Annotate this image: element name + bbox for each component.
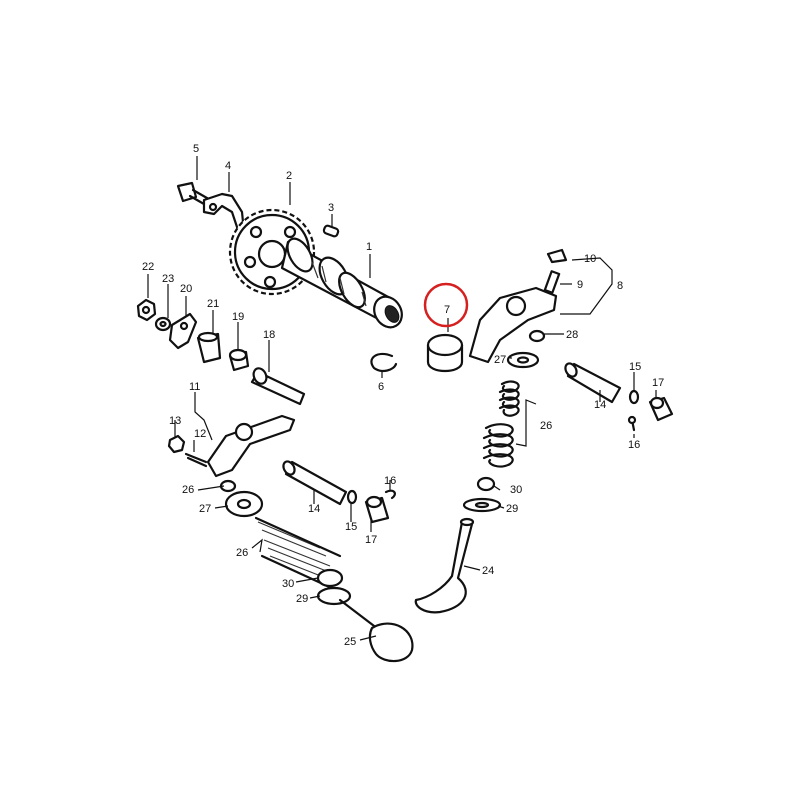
highlight-circle [423,282,469,328]
part-15-oring-right [628,389,640,405]
part-8-rocker-arm-right [468,248,568,364]
callout-16-right: 16 [628,439,640,451]
part-16-bolt-right [627,415,637,432]
part-17-cap-left [364,495,390,524]
callout-17-right: 17 [652,377,664,389]
part-6-circlip [370,352,398,373]
part-17-cap-right [648,396,674,422]
callout-13: 13 [169,415,181,427]
callout-10: 10 [584,253,596,265]
callout-21: 21 [207,298,219,310]
callout-27-right: 27 [494,354,506,366]
callout-30-left: 30 [282,578,294,590]
part-25-exhaust-valve [338,598,414,663]
part-28-bushing [528,329,546,343]
callout-23: 23 [162,273,174,285]
part-7-cap [426,333,464,373]
callout-29-left: 29 [296,593,308,605]
callout-20: 20 [180,283,192,295]
callout-12: 12 [194,428,206,440]
callout-9: 9 [577,279,583,291]
part-29-seat-right [462,497,502,513]
callout-1: 1 [366,241,372,253]
callout-17-left: 17 [365,534,377,546]
part-18-rocker-shaft [250,367,306,406]
part-30-seal-right [476,476,496,492]
callout-labels: 5 4 2 3 1 6 7 10 9 8 28 27 22 23 20 21 1… [142,143,664,648]
callout-19: 19 [232,311,244,323]
part-4-lock-washer [202,192,246,234]
callout-3: 3 [328,202,334,214]
part-9-screw [543,270,561,294]
callout-5: 5 [193,143,199,155]
callout-26-right: 26 [540,420,552,432]
callout-15-left: 15 [345,521,357,533]
callout-11: 11 [189,381,200,393]
callout-24: 24 [482,565,494,577]
callout-29-right: 29 [506,503,518,515]
part-13-locknut [167,434,186,454]
callout-14-right: 14 [594,399,606,411]
part-3-dowel-pin [322,224,340,238]
callout-2: 2 [286,170,292,182]
part-29-seat-left [316,586,352,606]
callout-6: 6 [378,381,384,393]
part-14-shaft-right [564,362,622,404]
callout-22: 22 [142,261,154,273]
callout-25: 25 [344,636,356,648]
part-27-retainer-right [506,351,540,369]
part-12-adjust-screw [184,452,208,468]
part-23-washer [154,316,172,332]
callout-7: 7 [444,304,450,316]
callout-26-left-top: 26 [182,484,194,496]
part-26-springs-right [482,380,520,468]
callout-30-right: 30 [510,484,522,496]
part-30-seal-left [316,568,344,588]
callout-4: 4 [225,160,231,172]
part-27-retainer-left [224,490,264,518]
part-14-shaft-left [282,460,348,506]
part-16-bolt-left [384,489,396,500]
callout-26-left: 26 [236,547,248,559]
leader-lines [147,156,657,641]
part-15-oring-left [346,489,358,505]
part-11-rocker-arm-left [206,414,296,478]
part-20-plate [168,312,198,350]
part-19-bushing [228,348,250,372]
callout-14-left: 14 [308,503,320,515]
callout-15-right: 15 [629,361,641,373]
part-24-valve [414,517,475,614]
callout-18: 18 [263,329,275,341]
callout-8: 8 [617,280,623,292]
part-1-camshaft [280,237,403,329]
part-21-shaft [196,331,222,364]
callout-16-left: 16 [384,475,396,487]
part-22-nut [136,298,157,322]
callout-27-left: 27 [199,503,211,515]
callout-28: 28 [566,329,578,341]
